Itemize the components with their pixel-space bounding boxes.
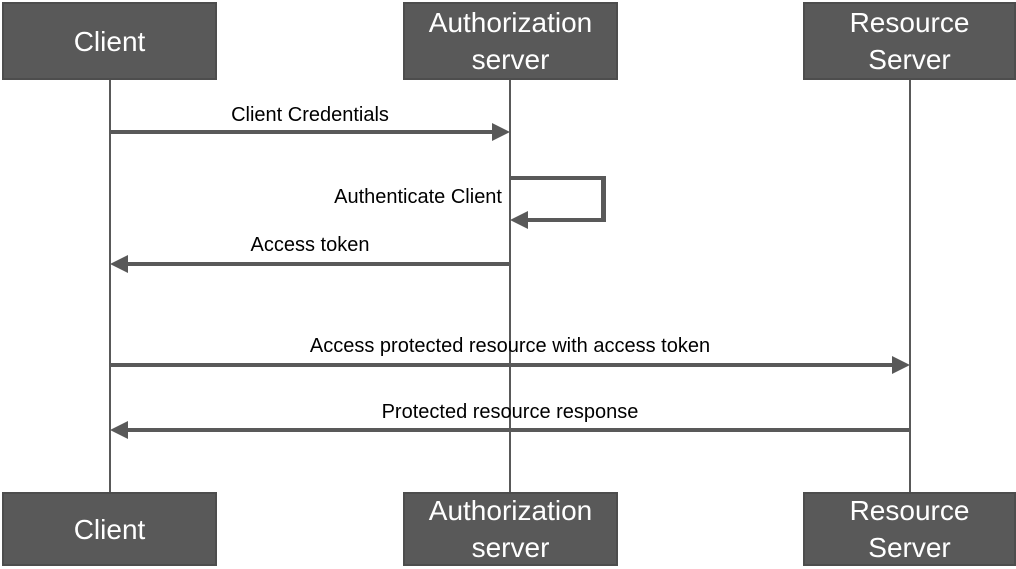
- arrowhead-left-icon: [110, 255, 128, 273]
- actor-box-resource-server-top: Resource Server: [803, 2, 1016, 80]
- self-loop-right-line: [601, 176, 606, 222]
- actor-box-resource-server-bottom: Resource Server: [803, 492, 1016, 566]
- actor-label-client: Client: [73, 513, 146, 545]
- arrowhead-left-icon: [510, 211, 528, 229]
- actor-box-client-top: Client: [2, 2, 217, 80]
- message-line-access-token: [128, 262, 510, 266]
- actor-label-authorization: Authorization: [428, 495, 593, 526]
- message-line-client-credentials: [110, 130, 492, 134]
- actor-label-server: server: [471, 532, 550, 563]
- lifeline-authorization-server: [509, 80, 511, 492]
- message-line-protected-resource-response: [128, 428, 910, 432]
- arrowhead-right-icon: [492, 123, 510, 141]
- actor-label-server: Server: [868, 532, 951, 563]
- message-label-authenticate-client: Authenticate Client: [334, 186, 502, 208]
- actor-label-authorization: Authorization: [428, 7, 593, 38]
- actor-label-resource: Resource: [849, 495, 970, 526]
- message-label-access-token: Access token: [250, 234, 370, 256]
- self-loop-top-line: [510, 176, 605, 180]
- lifeline-client: [109, 80, 111, 492]
- actor-box-client-bottom: Client: [2, 492, 217, 566]
- actor-box-authorization-server-bottom: Authorization server: [403, 492, 618, 566]
- actor-box-authorization-server-top: Authorization server: [403, 2, 618, 80]
- message-label-client-credentials: Client Credentials: [231, 104, 389, 126]
- message-line-access-protected-resource: [110, 363, 892, 367]
- lifeline-resource-server: [909, 80, 911, 492]
- actor-label-resource: Resource: [849, 7, 970, 38]
- arrowhead-left-icon: [110, 421, 128, 439]
- actor-label-server: Server: [868, 44, 951, 75]
- actor-label-client: Client: [73, 25, 146, 57]
- self-loop-bottom-line: [528, 218, 605, 222]
- message-label-protected-resource-response: Protected resource response: [381, 401, 639, 423]
- message-label-access-protected-resource: Access protected resource with access to…: [309, 335, 711, 357]
- actor-label-server: server: [471, 44, 550, 75]
- arrowhead-right-icon: [892, 356, 910, 374]
